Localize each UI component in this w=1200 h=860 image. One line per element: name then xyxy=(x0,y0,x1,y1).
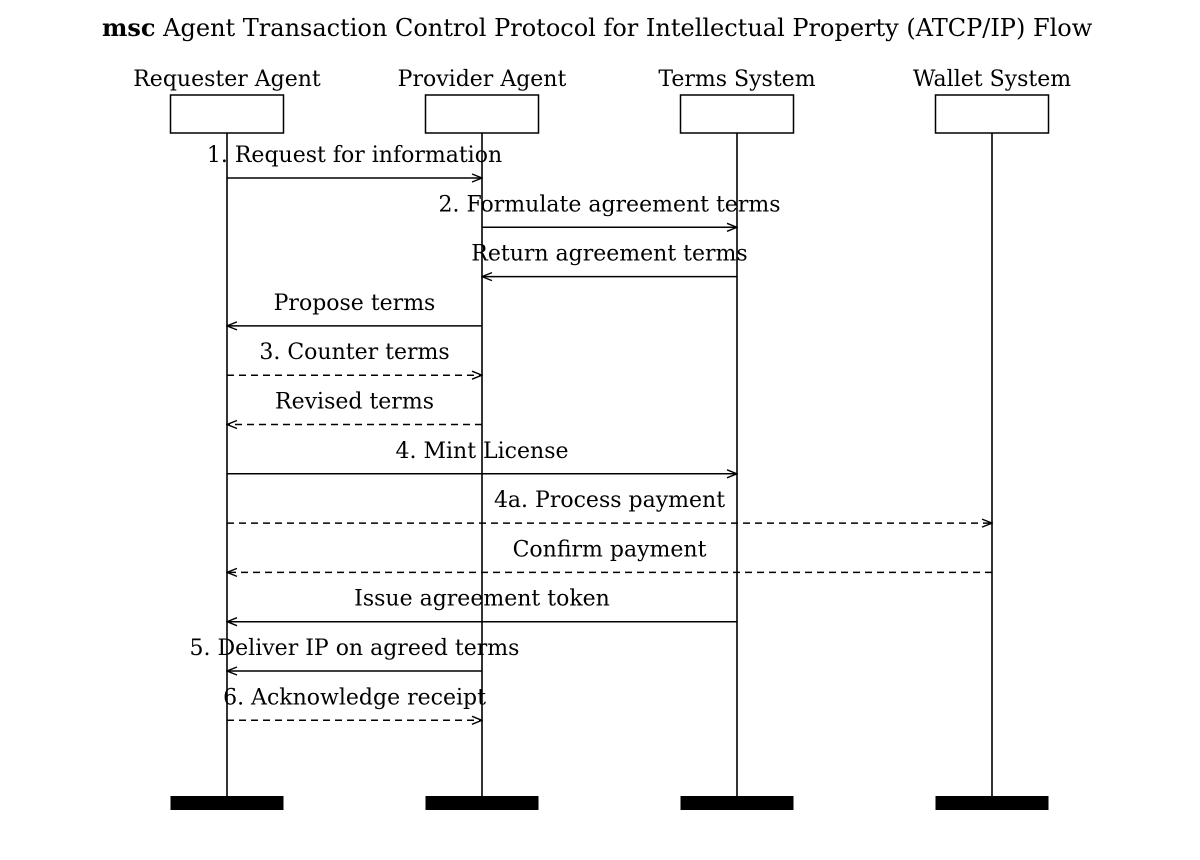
instances-layer: Requester Agent Provider Agent Terms Syste… xyxy=(133,67,1071,810)
instance-end-requester xyxy=(170,796,284,810)
message-4: Propose terms xyxy=(227,291,482,326)
message-label: Confirm payment xyxy=(513,537,707,562)
message-12: 6. Acknowledge receipt xyxy=(223,685,486,720)
message-label: Propose terms xyxy=(274,291,436,316)
message-11: 5. Deliver IP on agreed terms xyxy=(190,636,520,671)
message-label: Return agreement terms xyxy=(471,242,747,267)
instance-label-terms: Terms System xyxy=(658,67,815,92)
message-label: 4a. Process payment xyxy=(494,488,725,513)
instance-head-provider xyxy=(424,94,540,134)
message-label: Issue agreement token xyxy=(354,587,610,612)
messages-layer: 1. Request for information 2. Formulate a… xyxy=(190,143,992,720)
message-label: 4. Mint License xyxy=(395,439,568,464)
message-8: 4a. Process payment xyxy=(227,488,992,523)
message-label: 2. Formulate agreement terms xyxy=(438,192,780,217)
message-10: Issue agreement token xyxy=(227,587,737,622)
instance-wallet: Wallet System xyxy=(913,67,1071,810)
instance-label-provider: Provider Agent xyxy=(398,67,567,92)
message-3: Return agreement terms xyxy=(471,242,748,277)
message-9: Confirm payment xyxy=(227,537,992,572)
message-5: 3. Counter terms xyxy=(227,340,482,375)
instance-end-terms xyxy=(680,796,794,810)
message-label: 1. Request for information xyxy=(207,143,502,168)
instance-provider: Provider Agent xyxy=(398,67,567,810)
instance-head-requester xyxy=(169,94,285,134)
message-2: 2. Formulate agreement terms xyxy=(438,192,781,227)
message-7: 4. Mint License xyxy=(227,439,737,474)
diagram-title: msc Agent Transaction Control Protocol f… xyxy=(102,13,1093,42)
instance-terms: Terms System xyxy=(658,67,816,810)
message-label: 6. Acknowledge receipt xyxy=(223,685,486,710)
message-1: 1. Request for information xyxy=(207,143,502,178)
title-text: Agent Transaction Control Protocol for I… xyxy=(162,14,1093,42)
instance-label-requester: Requester Agent xyxy=(133,67,321,92)
instance-head-terms xyxy=(679,94,795,134)
message-label: 5. Deliver IP on agreed terms xyxy=(190,636,520,661)
instance-label-wallet: Wallet System xyxy=(913,67,1071,92)
message-6: Revised terms xyxy=(227,390,482,425)
instance-head-wallet xyxy=(934,94,1050,134)
instance-end-provider xyxy=(425,796,539,810)
instance-end-wallet xyxy=(935,796,1049,810)
message-label: Revised terms xyxy=(275,390,434,415)
message-label: 3. Counter terms xyxy=(259,340,449,365)
title-keyword: msc xyxy=(102,13,156,42)
instance-requester: Requester Agent xyxy=(133,67,321,810)
